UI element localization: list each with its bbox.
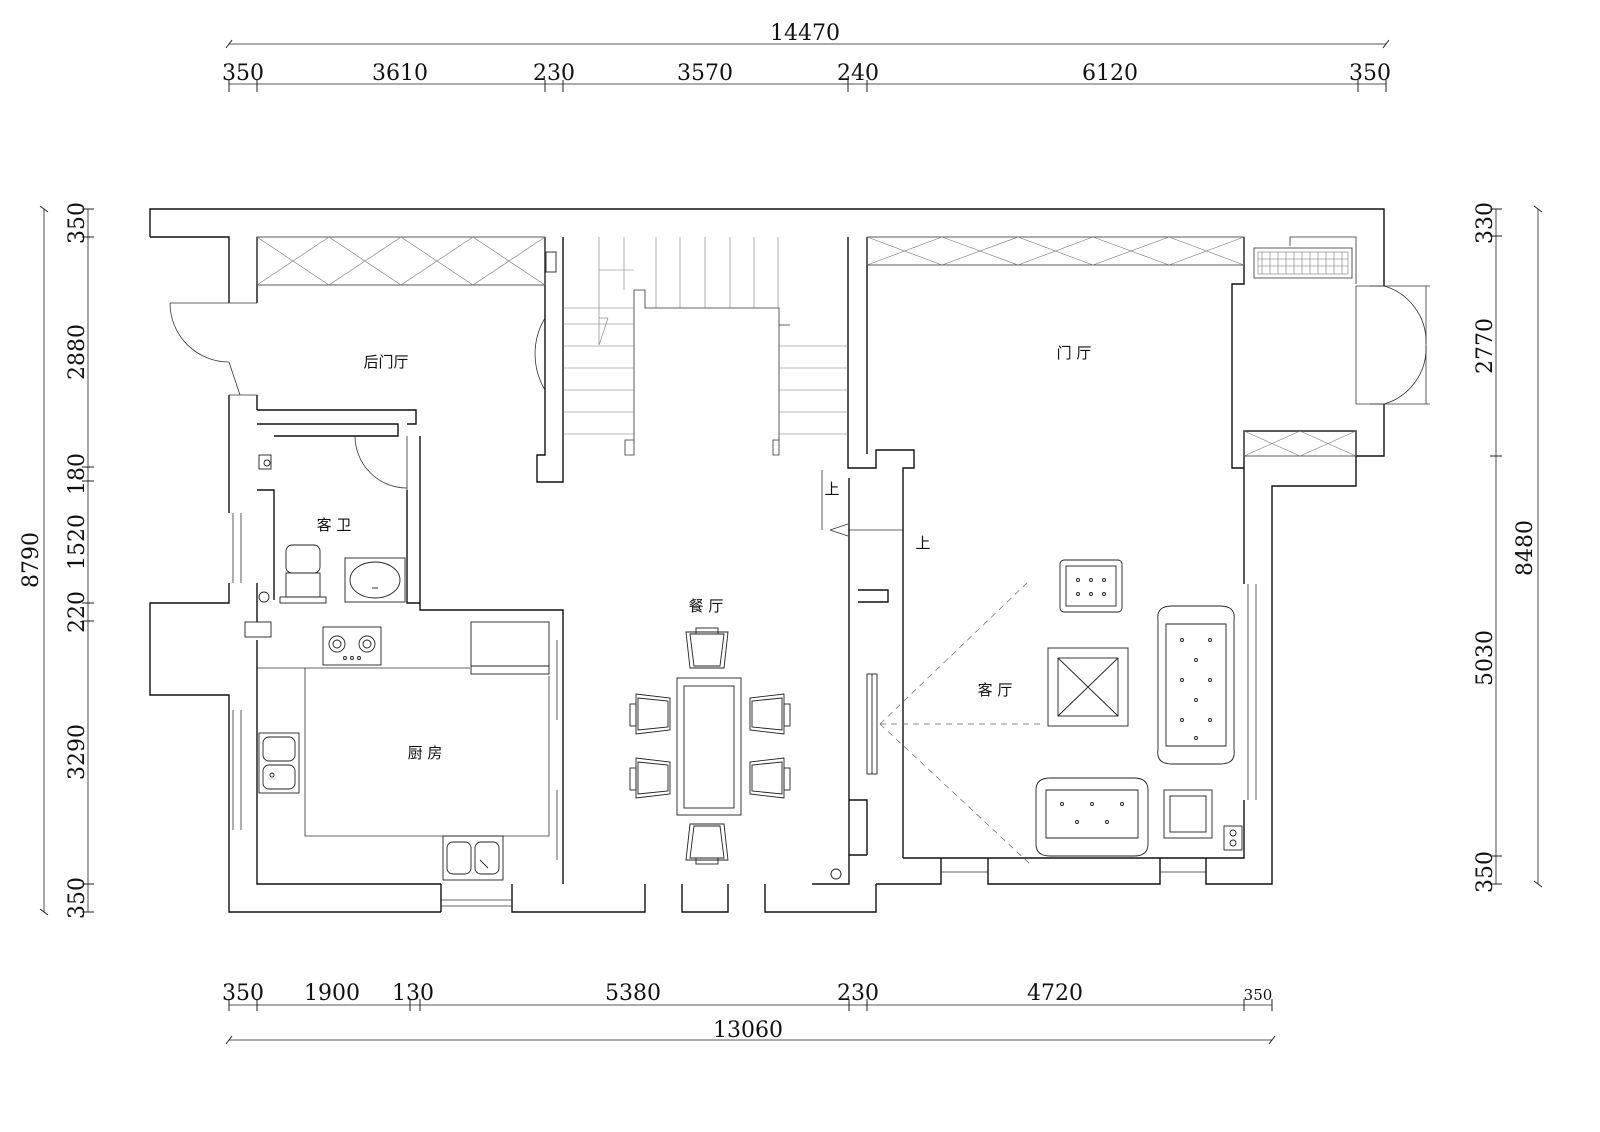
top-dimension-segments: 350 3610 230 3570 240 6120 350	[222, 61, 1391, 86]
chair-icon	[629, 757, 671, 799]
top-dim-seg-1: 350	[222, 61, 264, 86]
chair-icon	[749, 757, 791, 799]
armchair-icon	[1059, 559, 1123, 613]
room-label-guest-bath: 客 卫	[317, 516, 352, 534]
top-dim-seg-7: 350	[1349, 61, 1391, 86]
dining-table-icon	[676, 677, 742, 816]
sink-icon	[258, 732, 300, 794]
living-room-guide-lines	[879, 579, 1040, 865]
small-fixtures	[263, 251, 557, 467]
bottom-dimension-lines	[225, 999, 1276, 1045]
chair-icon	[685, 627, 729, 669]
left-dimension-total: 8790	[19, 532, 44, 588]
outlet-icon	[1223, 825, 1243, 851]
left-dimension-segments: 350 2880 180 1520 220 3290 350	[65, 202, 90, 919]
left-dim-seg-4: 1520	[65, 514, 90, 570]
loveseat-icon	[1035, 777, 1149, 857]
right-dim-seg-1: 330	[1473, 202, 1498, 244]
bottom-dimension-total: 13060	[713, 1018, 783, 1043]
right-dimension-total: 8480	[1513, 520, 1538, 576]
left-dim-seg-1: 350	[65, 202, 90, 244]
bottom-dim-seg-6: 4720	[1027, 981, 1083, 1006]
bottom-dim-seg-7: 350	[1244, 986, 1273, 1004]
room-label-back-hall: 后门厅	[363, 353, 408, 371]
stove-icon	[322, 626, 382, 666]
top-dim-seg-6: 6120	[1082, 61, 1138, 86]
storage-cabinets	[256, 236, 1357, 457]
bottom-dim-seg-4: 5380	[605, 981, 661, 1006]
dining-misc	[830, 673, 878, 880]
left-dim-seg-5: 220	[65, 591, 90, 633]
coffee-table-icon	[1047, 647, 1129, 727]
room-label-living: 客 厅	[978, 681, 1013, 699]
left-dim-seg-3: 180	[65, 453, 90, 495]
left-dim-seg-2: 2880	[65, 324, 90, 380]
top-dim-seg-3: 230	[533, 61, 575, 86]
left-dim-seg-7: 350	[65, 877, 90, 919]
side-table-icon	[1163, 789, 1213, 839]
double-sink-icon	[442, 835, 504, 881]
bathtub-icon	[344, 557, 406, 603]
interior-walls	[257, 237, 1245, 884]
left-dim-seg-6: 3290	[65, 724, 90, 780]
toilet-icon	[258, 454, 327, 604]
chair-icon	[629, 693, 671, 735]
right-dimension-lines	[1490, 205, 1543, 888]
right-dim-seg-2: 2770	[1473, 318, 1498, 374]
top-dimension-total: 14470	[770, 21, 840, 46]
dining-chairs	[629, 627, 791, 865]
room-label-foyer: 门 厅	[1057, 344, 1092, 362]
right-dim-seg-3: 5030	[1473, 630, 1498, 686]
stair-up-label-2: 上	[915, 534, 930, 552]
room-label-kitchen: 厨 房	[408, 744, 443, 762]
right-dim-seg-4: 350	[1473, 851, 1498, 893]
top-dim-seg-4: 3570	[677, 61, 733, 86]
chair-icon	[685, 823, 729, 865]
staircase	[563, 237, 903, 537]
exterior-walls	[149, 208, 1385, 913]
bottom-dim-seg-5: 230	[837, 981, 879, 1006]
stair-up-label-1: 上	[824, 480, 839, 498]
bottom-dim-seg-3: 130	[392, 981, 434, 1006]
bottom-dim-seg-2: 1900	[304, 981, 360, 1006]
bottom-dim-seg-1: 350	[222, 981, 264, 1006]
doors	[169, 285, 1430, 490]
chair-icon	[749, 693, 791, 735]
top-dim-seg-5: 240	[837, 61, 879, 86]
right-dimension-segments: 330 2770 5030 350	[1473, 202, 1498, 893]
kitchen-counter	[244, 621, 550, 837]
top-dimension-lines	[225, 39, 1390, 92]
sofa-icon	[1157, 605, 1235, 765]
bottom-dimension-segments: 350 1900 130 5380 230 4720 350	[222, 981, 1272, 1006]
top-dim-seg-2: 3610	[372, 61, 428, 86]
room-label-dining: 餐 厅	[689, 597, 724, 615]
left-dimension-lines	[39, 205, 94, 916]
